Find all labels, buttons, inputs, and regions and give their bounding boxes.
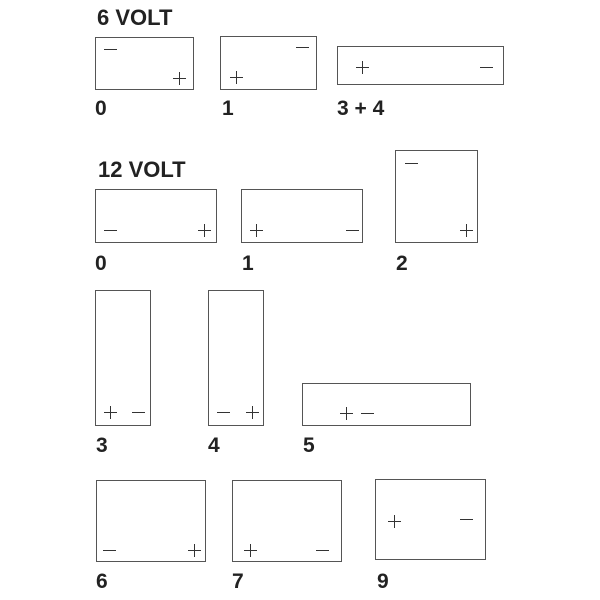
layout-label: 0 <box>95 252 107 275</box>
battery-outline <box>395 150 478 243</box>
positive-terminal-icon <box>187 543 201 557</box>
battery-outline <box>95 189 217 243</box>
negative-terminal-icon <box>315 544 329 557</box>
negative-terminal-icon <box>131 406 145 419</box>
negative-terminal-icon <box>459 513 473 526</box>
battery-outline <box>95 37 194 90</box>
positive-terminal-icon <box>339 406 353 420</box>
negative-terminal-icon <box>103 43 117 56</box>
negative-terminal-icon <box>102 544 116 557</box>
negative-terminal-icon <box>345 224 359 237</box>
layout-label: 2 <box>396 252 408 275</box>
layout-label: 5 <box>303 434 315 457</box>
battery-outline <box>302 383 471 426</box>
layout-label: 1 <box>222 97 234 120</box>
layout-label: 1 <box>242 252 254 275</box>
battery-outline <box>208 290 264 426</box>
battery-outline <box>241 189 363 243</box>
section-heading: 12 VOLT <box>98 157 186 182</box>
positive-terminal-icon <box>459 223 473 237</box>
positive-terminal-icon <box>172 71 186 85</box>
negative-terminal-icon <box>103 224 117 237</box>
negative-terminal-icon <box>360 407 374 420</box>
battery-outline <box>375 479 486 560</box>
positive-terminal-icon <box>355 60 369 74</box>
positive-terminal-icon <box>229 70 243 84</box>
positive-terminal-icon <box>387 514 401 528</box>
positive-terminal-icon <box>197 223 211 237</box>
layout-label: 7 <box>232 570 244 593</box>
positive-terminal-icon <box>245 405 259 419</box>
layout-label: 3 <box>96 434 108 457</box>
negative-terminal-icon <box>479 61 493 74</box>
layout-label: 3 + 4 <box>337 97 385 120</box>
battery-outline <box>220 36 317 90</box>
layout-label: 4 <box>208 434 220 457</box>
battery-outline <box>337 46 504 85</box>
battery-outline <box>232 480 342 562</box>
battery-outline <box>96 480 206 562</box>
layout-label: 0 <box>95 97 107 120</box>
layout-label: 9 <box>377 570 389 593</box>
negative-terminal-icon <box>404 157 418 170</box>
negative-terminal-icon <box>295 41 309 54</box>
negative-terminal-icon <box>216 406 230 419</box>
battery-outline <box>95 290 151 426</box>
layout-label: 6 <box>96 570 108 593</box>
positive-terminal-icon <box>103 405 117 419</box>
positive-terminal-icon <box>249 223 263 237</box>
positive-terminal-icon <box>243 543 257 557</box>
section-heading: 6 VOLT <box>97 5 173 30</box>
